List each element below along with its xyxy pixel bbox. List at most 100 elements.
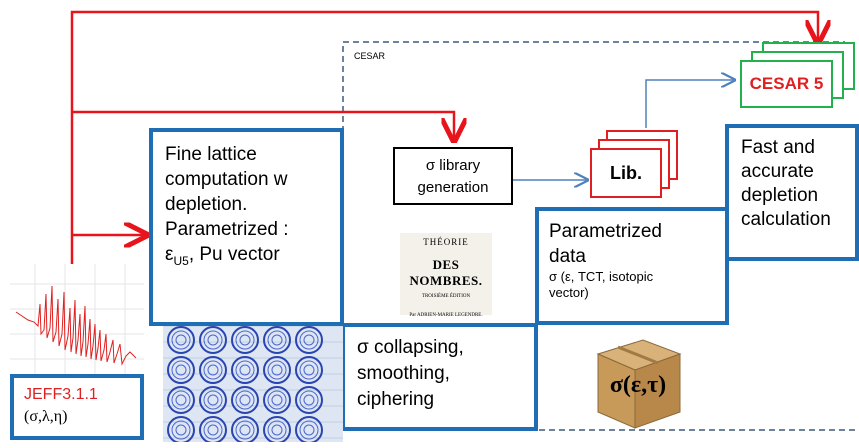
fuel-pin-ring [299, 360, 319, 380]
fuel-pin-ring [263, 356, 291, 384]
jeff-line2: (σ,λ,η) [24, 408, 68, 425]
fuel-pin-ring [207, 334, 219, 346]
fast-depletion-line1: Fast and [741, 137, 815, 158]
parametrized-data-line2: data [549, 246, 586, 267]
fuel-pin-ring [167, 416, 195, 442]
fuel-pin-ring [167, 326, 195, 354]
jeff-line1: JEFF3.1.1 [24, 386, 98, 403]
fuel-pin-ring [199, 326, 227, 354]
fuel-pin-ring [303, 364, 315, 376]
fuel-pin-ring [207, 424, 219, 436]
fuel-pin-ring [295, 416, 323, 442]
fine-lattice-line5: εU5, Pu vector [165, 242, 340, 274]
fuel-pin-ring [199, 386, 227, 414]
fast-depletion-line2: accurate [741, 161, 814, 182]
book-line1: THÉORIE [423, 237, 469, 247]
fuel-pin-ring [299, 420, 319, 440]
cardboard-box-drawing [596, 339, 682, 429]
fuel-pin-ring [207, 394, 219, 406]
fuel-pin-ring [267, 360, 287, 380]
fuel-pin-ring [171, 330, 191, 350]
fuel-pin-ring [203, 330, 223, 350]
sigma-collapsing-box: σ collapsing, smoothing, ciphering [341, 323, 538, 431]
fuel-pin-ring [231, 416, 259, 442]
fuel-pin-ring [239, 394, 251, 406]
fuel-pin-ring [175, 424, 187, 436]
fuel-pin-ring [231, 326, 259, 354]
sigma-collapsing-line3: ciphering [357, 389, 435, 410]
epsilon-symbol: ε [165, 244, 174, 265]
fuel-pin-ring [167, 356, 195, 384]
parametrized-data-box: Parametrized data σ (ε, TCT, isotopic ve… [535, 207, 729, 325]
fuel-pin-ring [303, 334, 315, 346]
fuel-pin-ring [199, 356, 227, 384]
fuel-lattice-drawing [163, 326, 343, 442]
sigma-library-box: σ library generation [393, 147, 513, 205]
fast-depletion-box: Fast and accurate depletion calculation [725, 124, 859, 261]
jeff-box: JEFF3.1.1 (σ,λ,η) [10, 374, 144, 440]
cesar-region-label: CESAR [354, 51, 386, 61]
fuel-pin-ring [303, 394, 315, 406]
fuel-pin-ring [271, 364, 283, 376]
red-branch-to-library [72, 110, 454, 138]
fuel-pin-ring [267, 330, 287, 350]
parametrized-data-line1: Parametrized [549, 221, 662, 242]
fine-lattice-line1: Fine lattice [165, 144, 257, 165]
fuel-pin-ring [239, 364, 251, 376]
fine-lattice-box: Fine lattice computation w depletion. Pa… [149, 128, 344, 326]
fuel-pin-ring [295, 356, 323, 384]
fuel-pin-ring [239, 334, 251, 346]
fuel-pin-ring [239, 424, 251, 436]
spectrum-plot [10, 264, 144, 374]
lib-label: Lib. [590, 148, 662, 198]
parametrized-data-line4: vector) [549, 285, 589, 300]
fuel-pin-ring [267, 420, 287, 440]
fast-depletion-line4: calculation [741, 209, 831, 230]
cardboard-box-icon: σ(ε,τ) [588, 332, 688, 432]
book-line4: Par ADRIEN-MARIE LEGENDRE. [409, 313, 483, 318]
fuel-pin-ring [267, 390, 287, 410]
book-title-page-icon: THÉORIE DES NOMBRES. TROISIÈME ÉDITION P… [400, 233, 492, 318]
book-line3: TROISIÈME ÉDITION [421, 294, 471, 299]
fine-lattice-line2: computation w [165, 169, 288, 190]
fuel-pin-ring [171, 390, 191, 410]
fuel-lattice-grid-icon [163, 326, 343, 442]
fuel-pin-ring [171, 360, 191, 380]
fuel-pin-ring [235, 390, 255, 410]
red-trunk-line [70, 10, 818, 375]
fuel-pin-ring [175, 394, 187, 406]
fuel-pin-ring [271, 394, 283, 406]
fuel-pin-ring [235, 330, 255, 350]
fuel-pin-ring [303, 424, 315, 436]
fuel-pin-ring [203, 420, 223, 440]
fuel-pin-ring [235, 420, 255, 440]
fine-lattice-line3: depletion. [165, 194, 248, 215]
fuel-pin-ring [171, 420, 191, 440]
fast-depletion-line3: depletion [741, 185, 819, 206]
fuel-pin-ring [175, 334, 187, 346]
sigma-collapsing-line1: σ collapsing, [357, 337, 464, 358]
pu-vector-text: , Pu vector [188, 244, 280, 265]
fuel-pin-ring [295, 386, 323, 414]
fuel-pin-ring [231, 356, 259, 384]
fine-lattice-line4: Parametrized : [165, 219, 289, 240]
fuel-pin-ring [203, 390, 223, 410]
fuel-pin-ring [263, 416, 291, 442]
fuel-pin-ring [175, 364, 187, 376]
fuel-pin-ring [203, 360, 223, 380]
fuel-pin-ring [299, 330, 319, 350]
lib-to-cesar5-arrow [645, 80, 733, 128]
fuel-pin-ring [235, 360, 255, 380]
sigma-collapsing-line2: smoothing, [357, 363, 450, 384]
box-sigma-label: σ(ε,τ) [609, 372, 667, 398]
fuel-pin-ring [231, 386, 259, 414]
fuel-pin-ring [167, 386, 195, 414]
fuel-pin-ring [299, 390, 319, 410]
cesar5-label: CESAR 5 [740, 60, 833, 108]
fuel-pin-ring [207, 364, 219, 376]
fuel-pin-ring [295, 326, 323, 354]
parametrized-data-line3: σ (ε, TCT, isotopic [549, 269, 654, 284]
sigma-library-line2: generation [417, 179, 489, 196]
book-line2: DES NOMBRES. [409, 257, 483, 288]
